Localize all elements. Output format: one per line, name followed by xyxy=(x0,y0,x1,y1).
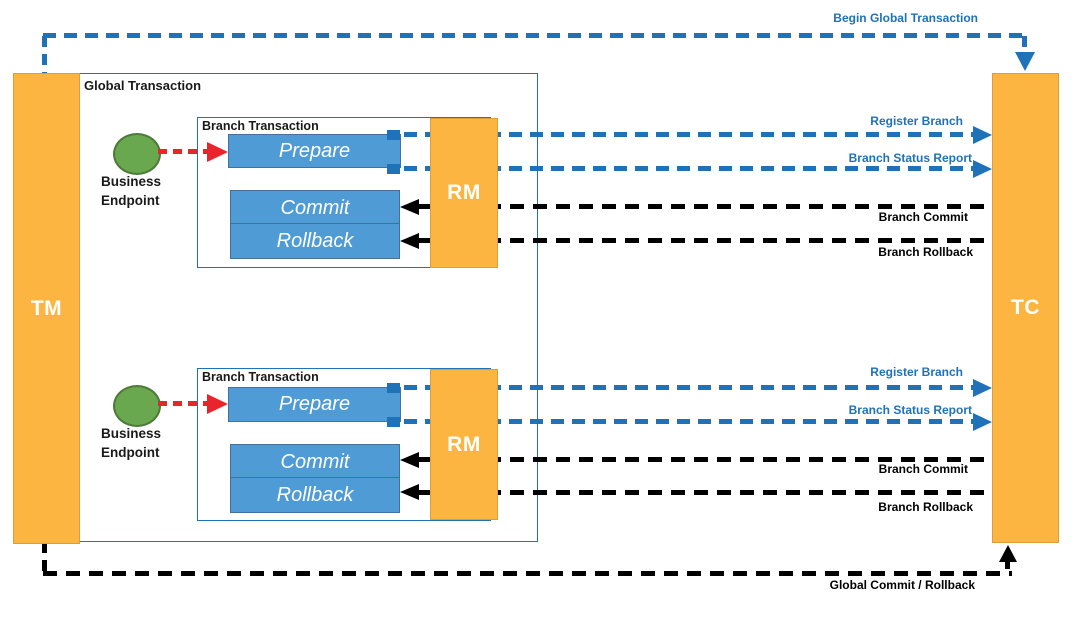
rm-label: RM xyxy=(447,432,481,456)
rm-box: RM xyxy=(430,118,498,268)
global-commit-rollback-line-left-elbow xyxy=(42,542,47,574)
arrowhead-left-black-icon xyxy=(400,484,419,500)
business-endpoint-label: Business Endpoint xyxy=(101,174,162,208)
tm-label: TM xyxy=(30,296,63,320)
invoke-line xyxy=(158,149,208,154)
prepare-label: Prepare xyxy=(278,139,351,162)
branch-transaction-label: Branch Transaction xyxy=(202,370,319,384)
arrowhead-left-black-icon xyxy=(400,233,419,249)
register-branch-label: Register Branch xyxy=(870,114,963,128)
register-branch-label: Register Branch xyxy=(870,365,963,379)
begin-global-transaction-label: Begin Global Transaction xyxy=(833,11,978,25)
prepare-label: Prepare xyxy=(278,393,351,415)
branch-commit-line xyxy=(418,204,992,209)
global-commit-rollback-line xyxy=(43,571,1012,576)
rollback-box: Rollback xyxy=(230,477,400,513)
branch-rollback-line xyxy=(418,490,992,495)
branch-transaction-label: Branch Transaction xyxy=(202,119,319,133)
connector-bracket-icon xyxy=(387,417,400,427)
branch-commit-label: Branch Commit xyxy=(878,462,968,476)
connector-bracket-icon xyxy=(387,164,400,174)
prepare-box: Prepare xyxy=(228,387,401,422)
arrowhead-right-red-icon xyxy=(207,394,228,414)
branch-rollback-line xyxy=(418,238,992,243)
prepare-box: Prepare xyxy=(228,134,401,168)
rollback-box: Rollback xyxy=(230,223,400,259)
global-commit-rollback-label: Global Commit / Rollback xyxy=(829,578,975,592)
rm-label: RM xyxy=(447,181,481,204)
connector-bracket-icon xyxy=(387,383,400,393)
branch-rollback-label: Branch Rollback xyxy=(878,500,973,514)
tc-box: TC xyxy=(992,73,1059,543)
arrowhead-right-blue-icon xyxy=(973,379,992,397)
invoke-line xyxy=(158,401,208,406)
branch-status-report-line xyxy=(404,166,973,171)
commit-label: Commit xyxy=(280,450,350,473)
tm-box: TM xyxy=(13,73,80,544)
branch-commit-line xyxy=(418,457,992,462)
branch-status-report-label: Branch Status Report xyxy=(848,403,972,417)
business-endpoint-icon xyxy=(113,133,161,175)
begin-global-transaction-line-left-elbow xyxy=(42,36,47,73)
arrowhead-right-blue-icon xyxy=(973,160,992,178)
commit-box: Commit xyxy=(230,444,400,480)
arrowhead-right-blue-icon xyxy=(973,413,992,431)
connector-bracket-icon xyxy=(387,130,400,140)
branch-status-report-line xyxy=(404,419,973,424)
business-endpoint-icon xyxy=(113,385,161,427)
global-commit-rollback-line-right-elbow xyxy=(1005,558,1010,574)
begin-global-transaction-line xyxy=(43,33,1025,38)
rollback-label: Rollback xyxy=(276,483,354,506)
register-branch-line xyxy=(404,132,973,137)
commit-box: Commit xyxy=(230,190,400,226)
rm-box: RM xyxy=(430,369,498,520)
arrowhead-left-black-icon xyxy=(400,199,419,215)
begin-global-transaction-line-right-elbow xyxy=(1022,36,1027,52)
business-endpoint-label: Business Endpoint xyxy=(101,426,162,460)
global-transaction-label: Global Transaction xyxy=(84,78,202,93)
rollback-label: Rollback xyxy=(276,229,354,252)
arrowhead-down-icon xyxy=(1015,52,1035,71)
commit-label: Commit xyxy=(280,196,350,219)
arrowhead-right-red-icon xyxy=(207,142,228,162)
arrowhead-right-blue-icon xyxy=(973,126,992,144)
branch-commit-label: Branch Commit xyxy=(878,210,968,224)
tc-label: TC xyxy=(1011,296,1040,319)
branch-rollback-label: Branch Rollback xyxy=(878,245,973,259)
arrowhead-left-black-icon xyxy=(400,452,419,468)
branch-status-report-label: Branch Status Report xyxy=(848,151,972,165)
arrowhead-up-icon xyxy=(999,545,1017,562)
register-branch-line xyxy=(404,385,973,390)
